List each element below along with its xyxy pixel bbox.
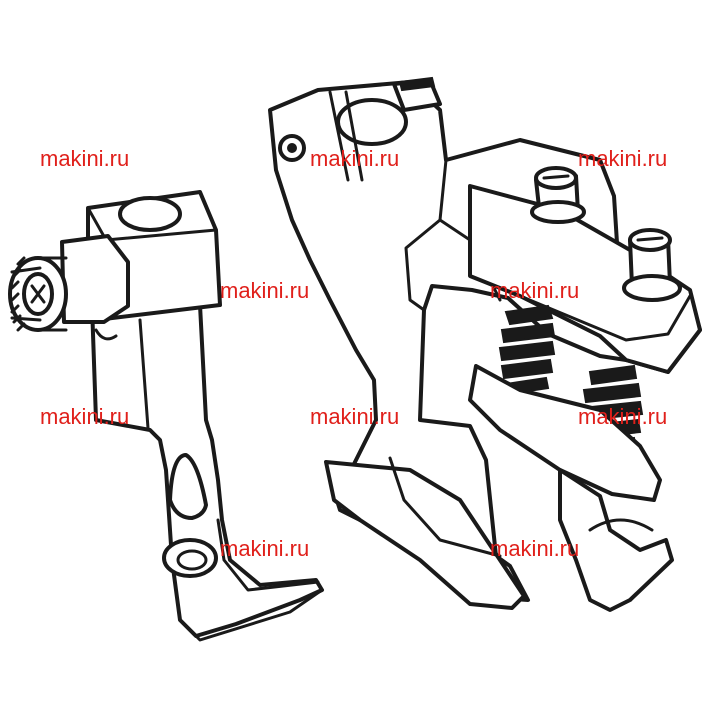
left-foot-sole-line [216, 518, 320, 592]
left-foot-hole-inner [176, 549, 208, 571]
right-foot-spring-plate [468, 364, 662, 502]
watermark-text: makini.ru [220, 278, 310, 303]
right-foot-adjust-screw-1 [530, 166, 586, 224]
watermark-text: makini.ru [310, 146, 400, 171]
left-foot-screw-base [60, 234, 130, 324]
watermark-text: makini.ru [40, 146, 130, 171]
watermark-text: makini.ru [220, 536, 310, 561]
left-foot-top-bore [118, 196, 182, 232]
left-foot-shank-edge [138, 318, 150, 430]
right-foot-adjust-screw-2 [622, 228, 682, 302]
right-foot-hinged-toe [558, 468, 674, 612]
watermark-text: makini.ru [578, 146, 668, 171]
watermark-text: makini.ru [578, 404, 668, 429]
right-foot-bracket-edge [518, 294, 692, 342]
left-presser-foot [8, 190, 324, 642]
right-foot-clamp-slit [328, 90, 364, 182]
left-foot-knurled-screw [8, 256, 68, 332]
right-foot-inner-slot [388, 456, 502, 558]
left-foot-shank [90, 303, 324, 638]
watermark-text: makini.ru [40, 404, 130, 429]
right-foot-clamp-screw [392, 76, 442, 112]
left-foot-small-tab [94, 328, 118, 341]
right-foot-lug-hole-dot [287, 143, 297, 153]
left-foot-slot [168, 453, 208, 520]
right-foot-spring-1 [498, 304, 556, 396]
watermark-text: makini.ru [490, 536, 580, 561]
left-foot-hole-outer [162, 538, 218, 578]
left-foot-sole-edge [178, 588, 324, 642]
right-foot-clamp-bore [336, 98, 408, 146]
right-foot-toe-curve [588, 518, 654, 532]
right-presser-foot [268, 76, 702, 612]
right-foot-body-step [404, 218, 442, 312]
watermark-text: makini.ru [490, 278, 580, 303]
right-foot-toe [324, 460, 526, 610]
right-foot-spring-bracket [468, 184, 702, 374]
watermark-text: makini.ru [310, 404, 400, 429]
